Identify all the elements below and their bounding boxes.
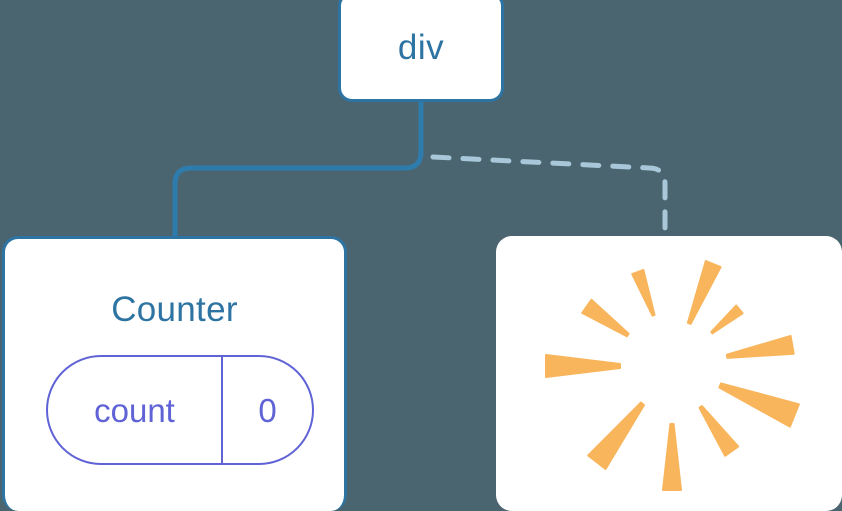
- sparkle-ray-7: [545, 354, 621, 378]
- sparkle-ray-6: [587, 401, 645, 470]
- sparkle-ray-5: [662, 423, 682, 491]
- edge-div-to-counter: [172, 99, 424, 243]
- state-value: 0: [221, 357, 312, 463]
- sparkle-ray-9: [631, 269, 656, 317]
- node-div-label: div: [397, 27, 445, 67]
- edge-div-to-sparkle: [430, 154, 668, 243]
- sparkle-ray-1: [710, 304, 744, 335]
- state-key: count: [94, 391, 175, 429]
- node-counter[interactable]: Counter count 0: [2, 236, 347, 511]
- state-pill[interactable]: count 0: [46, 355, 314, 465]
- node-sparkle[interactable]: [496, 236, 842, 511]
- sparkle-ray-2: [725, 335, 795, 359]
- sparkle-burst-icon: [545, 260, 800, 491]
- node-div[interactable]: div: [338, 0, 504, 102]
- sparkle-ray-0: [686, 260, 722, 325]
- sparkle-ray-4: [698, 405, 740, 457]
- sparkle-ray-3: [718, 382, 800, 428]
- node-counter-label: Counter: [111, 290, 238, 329]
- sparkle-ray-8: [581, 298, 630, 338]
